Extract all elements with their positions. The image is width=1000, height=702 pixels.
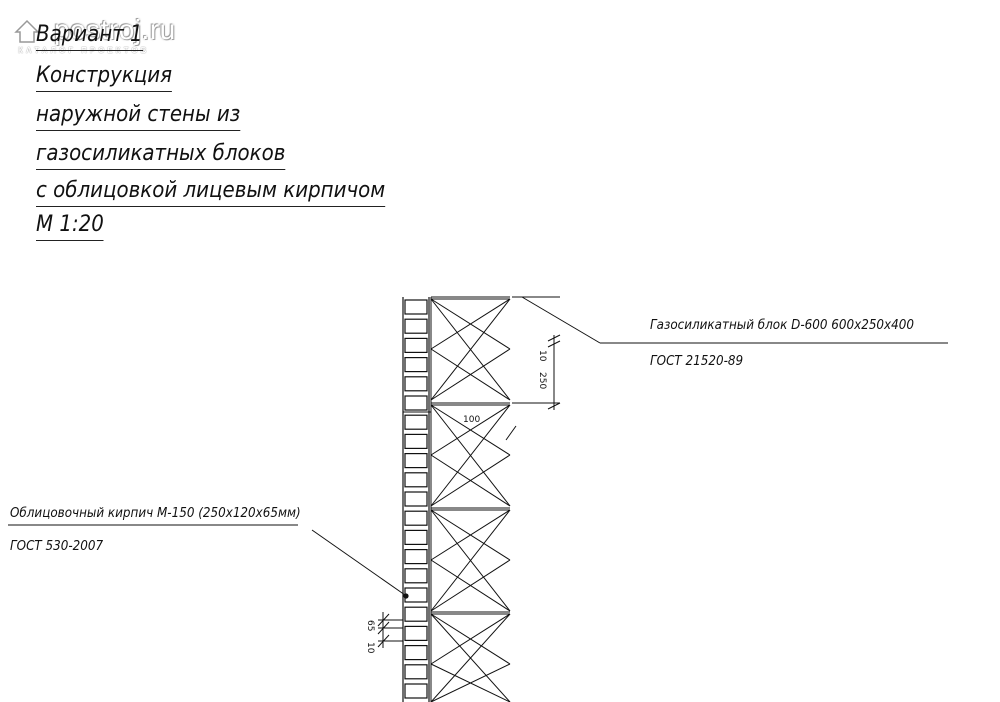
- brick-course: [404, 529, 428, 546]
- block-hatch: [430, 298, 511, 401]
- block-callout-name: Газосиликатный блок D-600 600x250x400: [650, 318, 914, 333]
- block-hatch: [430, 613, 511, 702]
- brick-course: [404, 683, 428, 699]
- gas-silicate-block-layer: [430, 296, 511, 702]
- brick-course: [404, 299, 428, 315]
- brick-dimension: [377, 612, 403, 648]
- brick-callout-leader: [8, 524, 406, 596]
- title-facing-brick: с облицовкой лицевым кирпичом: [36, 178, 386, 207]
- facing-brick-layer: [402, 297, 430, 702]
- block-hatch: [430, 404, 511, 456]
- gap-dimension: [403, 411, 517, 441]
- block-hatch: [430, 663, 511, 702]
- block-joint-dim: 10: [537, 350, 547, 362]
- title-scale: М 1:20: [36, 212, 104, 241]
- brick-course: [404, 568, 428, 584]
- house-icon: [14, 19, 40, 43]
- brick-course: [404, 625, 428, 642]
- brick-course: [404, 606, 428, 622]
- logo-site-name: postroj.ru: [54, 14, 176, 45]
- brick-course: [404, 395, 428, 411]
- title-construction: Конструкция: [36, 63, 173, 92]
- title-variant: Вариант 1: [36, 22, 143, 51]
- title-gas-silicate: газосиликатных блоков: [36, 141, 286, 170]
- brick-course: [404, 491, 428, 507]
- block-height-dim: 250: [537, 372, 547, 389]
- block-dimension: [512, 296, 561, 410]
- block-hatch: [430, 404, 511, 507]
- gap-dim: 100: [463, 415, 480, 425]
- brick-course: [404, 337, 428, 353]
- block-hatch: [430, 613, 511, 665]
- brick-callout-name: Облицовочный кирпич М-150 (250x120x65мм): [10, 506, 301, 521]
- brick-joint-dim: 10: [365, 642, 375, 654]
- brick-course: [404, 510, 428, 526]
- brick-leader-dot: [403, 593, 409, 599]
- block-hatch: [430, 559, 511, 612]
- brick-course: [404, 433, 428, 449]
- block-hatch: [430, 509, 511, 612]
- brick-course: [404, 664, 428, 680]
- brick-course: [404, 453, 428, 469]
- brick-course: [404, 376, 428, 392]
- block-callout-standard: ГОСТ 21520-89: [650, 354, 744, 369]
- brick-course: [404, 548, 428, 565]
- brick-callout-standard: ГОСТ 530-2007: [10, 539, 104, 554]
- brick-course: [404, 357, 428, 373]
- block-hatch: [430, 298, 511, 350]
- block-hatch: [430, 348, 511, 401]
- brick-course: [404, 414, 428, 430]
- brick-course: [404, 644, 428, 661]
- brick-course: [404, 318, 428, 334]
- block-hatch: [430, 454, 511, 507]
- block-hatch: [430, 509, 511, 561]
- brick-height-dim: 65: [365, 620, 375, 631]
- title-outer-wall: наружной стены из: [36, 102, 241, 131]
- block-callout-leader: [521, 296, 948, 344]
- brick-course: [404, 472, 428, 488]
